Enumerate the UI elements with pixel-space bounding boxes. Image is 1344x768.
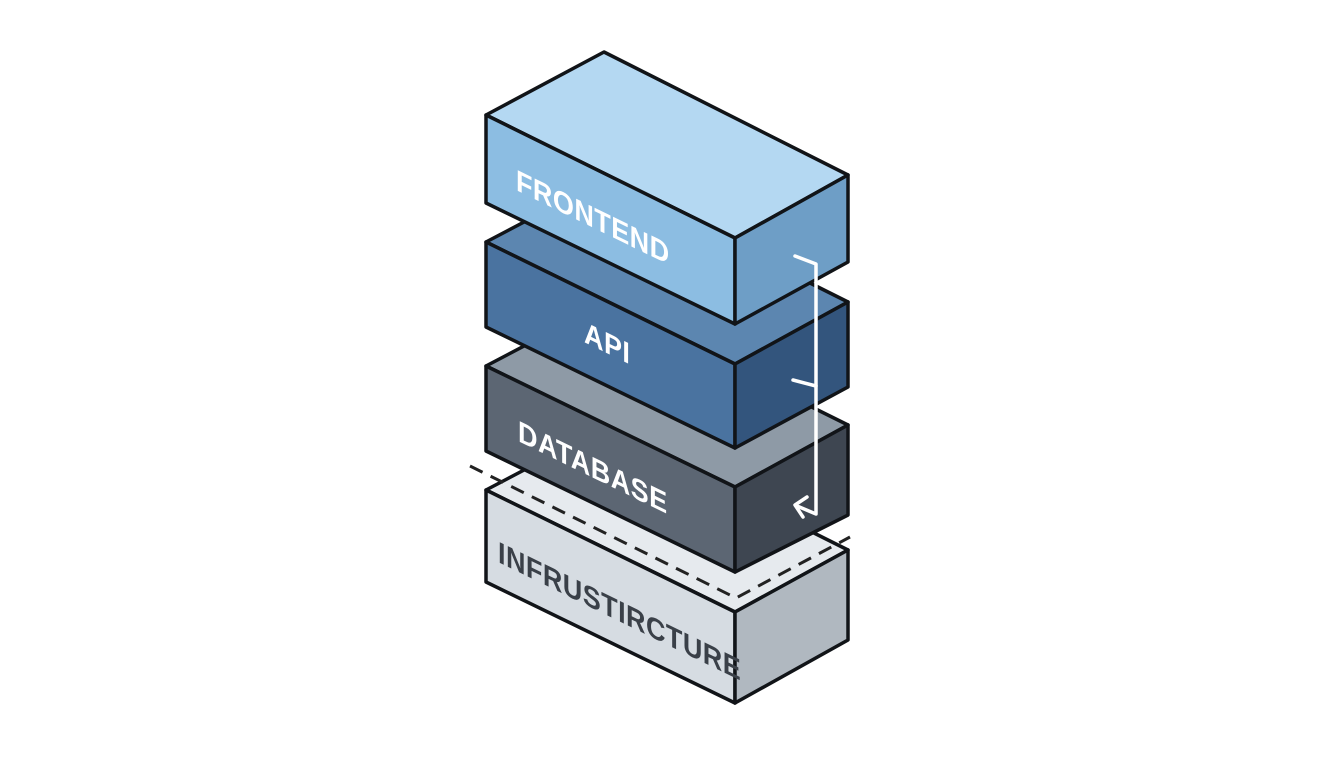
frontend-side-face [733, 173, 850, 326]
connector-arrowhead [793, 495, 809, 519]
connector-line [793, 254, 818, 516]
infrastructure-side-face [733, 548, 850, 705]
connector-tick [791, 378, 818, 388]
connector-arrow [791, 254, 818, 519]
api-side-face [733, 300, 850, 450]
database-side-face [733, 423, 850, 574]
layer-frontend: FRONTEND [484, 50, 850, 326]
boundary-dashed-line [469, 464, 851, 600]
